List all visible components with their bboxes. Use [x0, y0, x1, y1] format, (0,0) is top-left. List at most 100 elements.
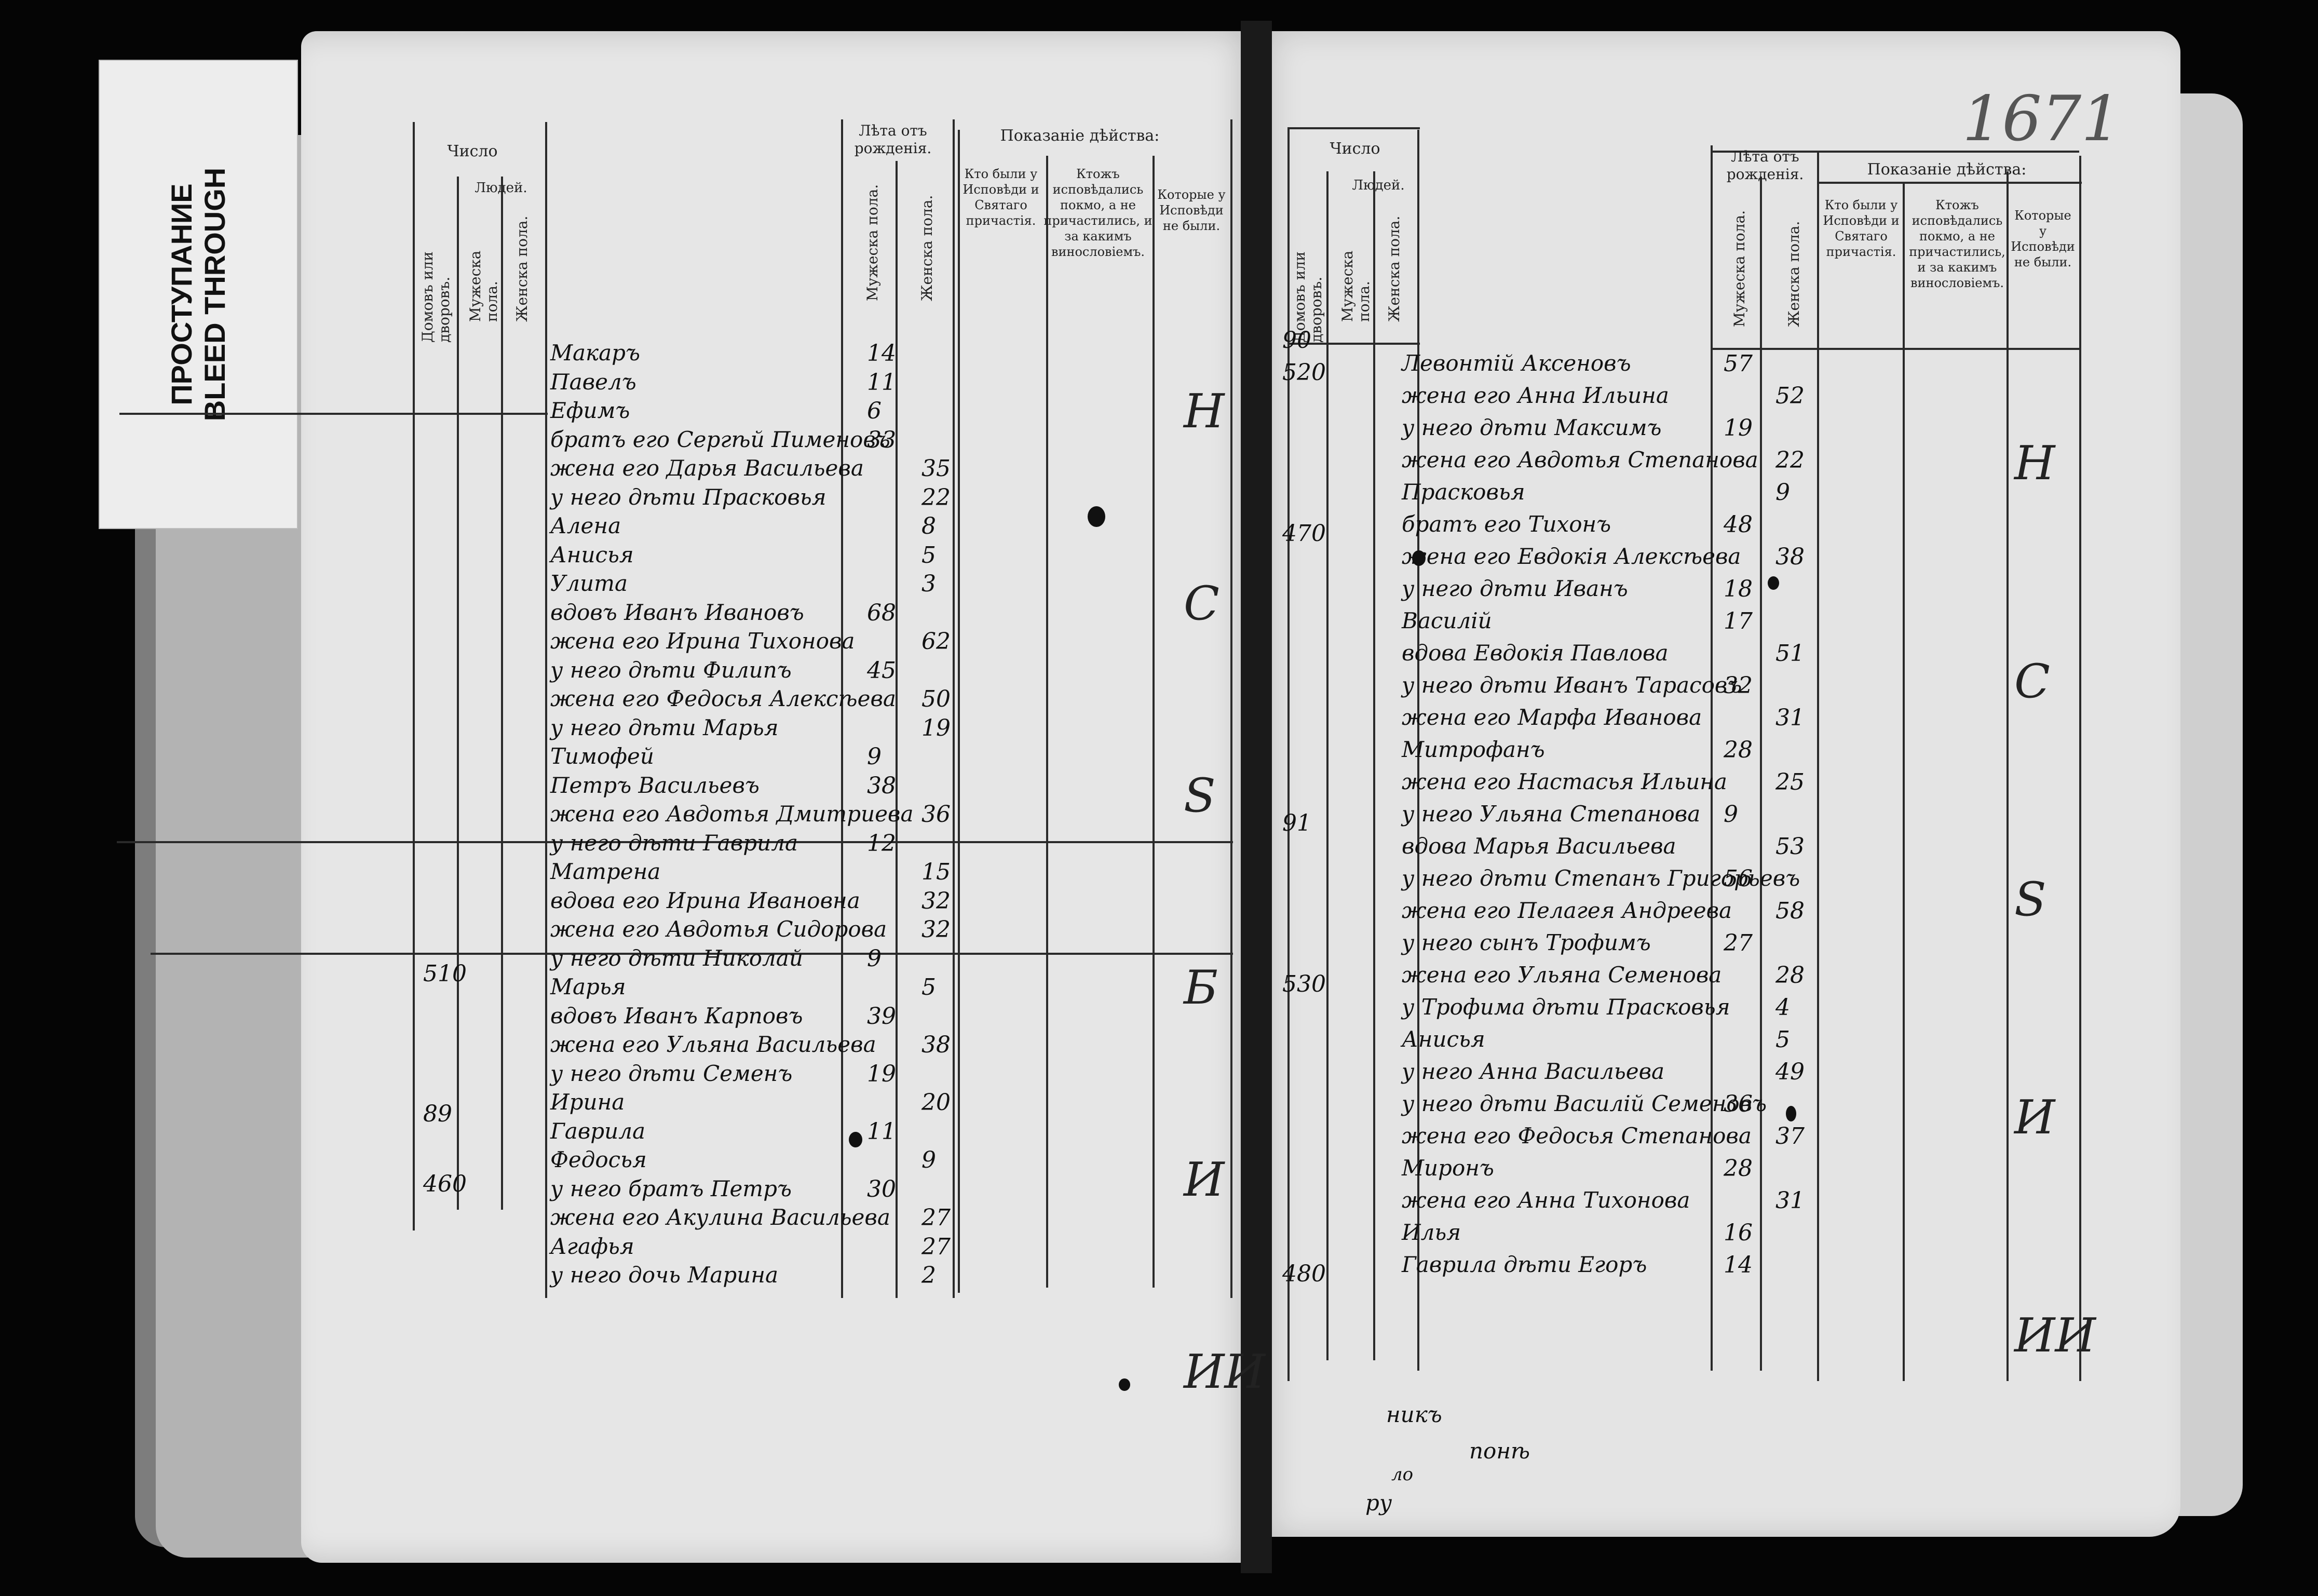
folio-number: 1671 — [1962, 83, 2121, 155]
register-entry-name: жена его Авдотья Дмитриева — [550, 801, 914, 827]
female-age: 22 — [1775, 447, 1805, 474]
register-entry-name: у него сынъ Трофимъ — [1402, 930, 1651, 955]
left-page — [301, 31, 1256, 1563]
table-row-rule — [1287, 343, 1420, 345]
confession-mark: S — [2014, 872, 2046, 927]
bottom-note-2: понѣ — [1469, 1438, 1530, 1464]
book-gutter — [1241, 21, 1272, 1573]
confession-mark: И — [2014, 1090, 2055, 1145]
left-header-zhen: Женска пола. — [513, 215, 531, 322]
register-entry-name: жена его Ульяна Семенова — [1402, 962, 1722, 988]
yard-number: 510 — [423, 961, 467, 987]
female-age: 50 — [921, 686, 951, 712]
female-age: 22 — [921, 484, 951, 511]
right-header-muzh-col: Мужеска пола. — [1731, 210, 1748, 327]
register-entry-name: у него Анна Васильева — [1402, 1059, 1665, 1084]
male-age: 48 — [1724, 511, 1753, 538]
bottom-note-3: ло — [1391, 1464, 1414, 1485]
right-header-zhen-col: Женска пола. — [1785, 221, 1802, 327]
register-entry-name: братъ его Сергѣй Пименовъ — [550, 426, 890, 452]
bottom-note-4: ру — [1365, 1490, 1392, 1516]
table-column-rule — [1046, 156, 1048, 1288]
right-header-leta: Лѣта отъ рожденія. — [1726, 148, 1804, 183]
yard-number: 530 — [1282, 971, 1326, 997]
ink-blot — [849, 1132, 862, 1147]
male-age: 39 — [867, 1003, 896, 1030]
male-age: 17 — [1724, 608, 1753, 634]
male-age: 28 — [1724, 1155, 1753, 1182]
female-age: 32 — [921, 887, 951, 914]
male-age: 9 — [1724, 801, 1738, 828]
yard-number: 90 — [1282, 327, 1311, 354]
register-entry-name: вдова Марья Васильева — [1402, 833, 1676, 859]
register-entry-name: Василій — [1402, 608, 1492, 633]
table-column-rule — [896, 161, 898, 1298]
female-age: 35 — [921, 455, 951, 482]
male-age: 6 — [867, 398, 882, 424]
register-entry-name: Митрофанъ — [1402, 737, 1545, 762]
register-entry-name: братъ его Тихонъ — [1402, 511, 1611, 537]
register-entry-name: жена его Анна Ильина — [1402, 383, 1669, 408]
ink-blot — [1088, 506, 1105, 527]
table-row-rule — [317, 413, 548, 415]
left-header-domov: Домовъ или дворовъ. — [419, 251, 453, 343]
label-line-ru: ПРОСТУПАНИЕ — [165, 183, 198, 405]
register-entry-name: Федосья — [550, 1147, 647, 1172]
female-age: 31 — [1775, 1187, 1805, 1214]
register-entry-name: жена его Федосья Алексѣева — [550, 686, 896, 711]
female-age: 53 — [1775, 833, 1805, 860]
register-entry-name: Марья — [550, 974, 626, 999]
male-age: 32 — [1724, 672, 1753, 699]
register-entry-name: жена его Акулина Васильева — [550, 1205, 890, 1230]
female-age: 49 — [1775, 1059, 1805, 1085]
female-age: 52 — [1775, 383, 1805, 409]
male-age: 9 — [867, 743, 882, 770]
female-age: 32 — [921, 916, 951, 943]
left-header-chislo: Число — [447, 142, 498, 160]
male-age: 30 — [867, 1175, 896, 1202]
table-column-rule — [1817, 151, 1819, 1381]
table-column-rule — [1417, 130, 1419, 1371]
register-entry-name: у него дѣти Семенъ — [550, 1060, 793, 1086]
table-column-rule — [1711, 145, 1713, 1371]
male-age: 68 — [867, 599, 896, 626]
female-age: 58 — [1775, 898, 1805, 924]
register-entry-name: у него дѣти Гаврила — [550, 830, 798, 856]
register-entry-name: у него дѣти Степанъ Григорьевъ — [1402, 865, 1800, 891]
register-entry-name: Прасковья — [1402, 479, 1525, 505]
table-column-rule — [841, 119, 843, 1298]
register-entry-name: вдова Евдокія Павлова — [1402, 640, 1669, 666]
register-entry-name: Алена — [550, 513, 621, 538]
register-entry-name: вдовъ Иванъ Карповъ — [550, 1003, 803, 1029]
register-entry-name: жена его Авдотья Степанова — [1402, 447, 1758, 472]
bleed-through-label: ПРОСТУПАНИЕ BLEED THROUGH — [99, 60, 298, 529]
register-entry-name: у него дѣти Марья — [550, 714, 779, 740]
male-age: 28 — [1724, 737, 1753, 763]
male-age: 9 — [867, 945, 882, 972]
female-age: 8 — [921, 513, 936, 539]
male-age: 14 — [1724, 1252, 1753, 1278]
table-row-rule — [151, 953, 1233, 955]
confession-mark: ИИ — [2014, 1308, 2096, 1363]
male-age: 11 — [867, 1118, 896, 1145]
table-column-rule — [1373, 171, 1375, 1360]
female-age: 25 — [1775, 769, 1805, 795]
female-age: 15 — [921, 859, 951, 885]
female-age: 27 — [921, 1233, 951, 1260]
table-row-rule — [1711, 151, 2079, 153]
register-entry-name: Петръ Васильевъ — [550, 772, 760, 798]
right-header-kotorye: Которые у Исповѣди не были. — [2011, 208, 2075, 269]
right-page — [1256, 31, 2180, 1537]
table-row-rule — [1711, 348, 2079, 350]
register-entry-name: у него дѣти Николай — [550, 945, 803, 971]
female-age: 4 — [1775, 994, 1790, 1021]
confession-mark: И — [1184, 1153, 1225, 1207]
register-entry-name: у него дѣти Прасковья — [550, 484, 826, 510]
female-age: 5 — [921, 974, 936, 1000]
table-column-rule — [1760, 177, 1762, 1371]
register-entry-name: Матрена — [550, 859, 661, 884]
male-age: 19 — [867, 1060, 896, 1087]
register-entry-name: у него дѣти Максимъ — [1402, 415, 1662, 440]
right-header-zhen: Женска пола. — [1386, 215, 1403, 322]
yard-number: 480 — [1282, 1261, 1326, 1287]
